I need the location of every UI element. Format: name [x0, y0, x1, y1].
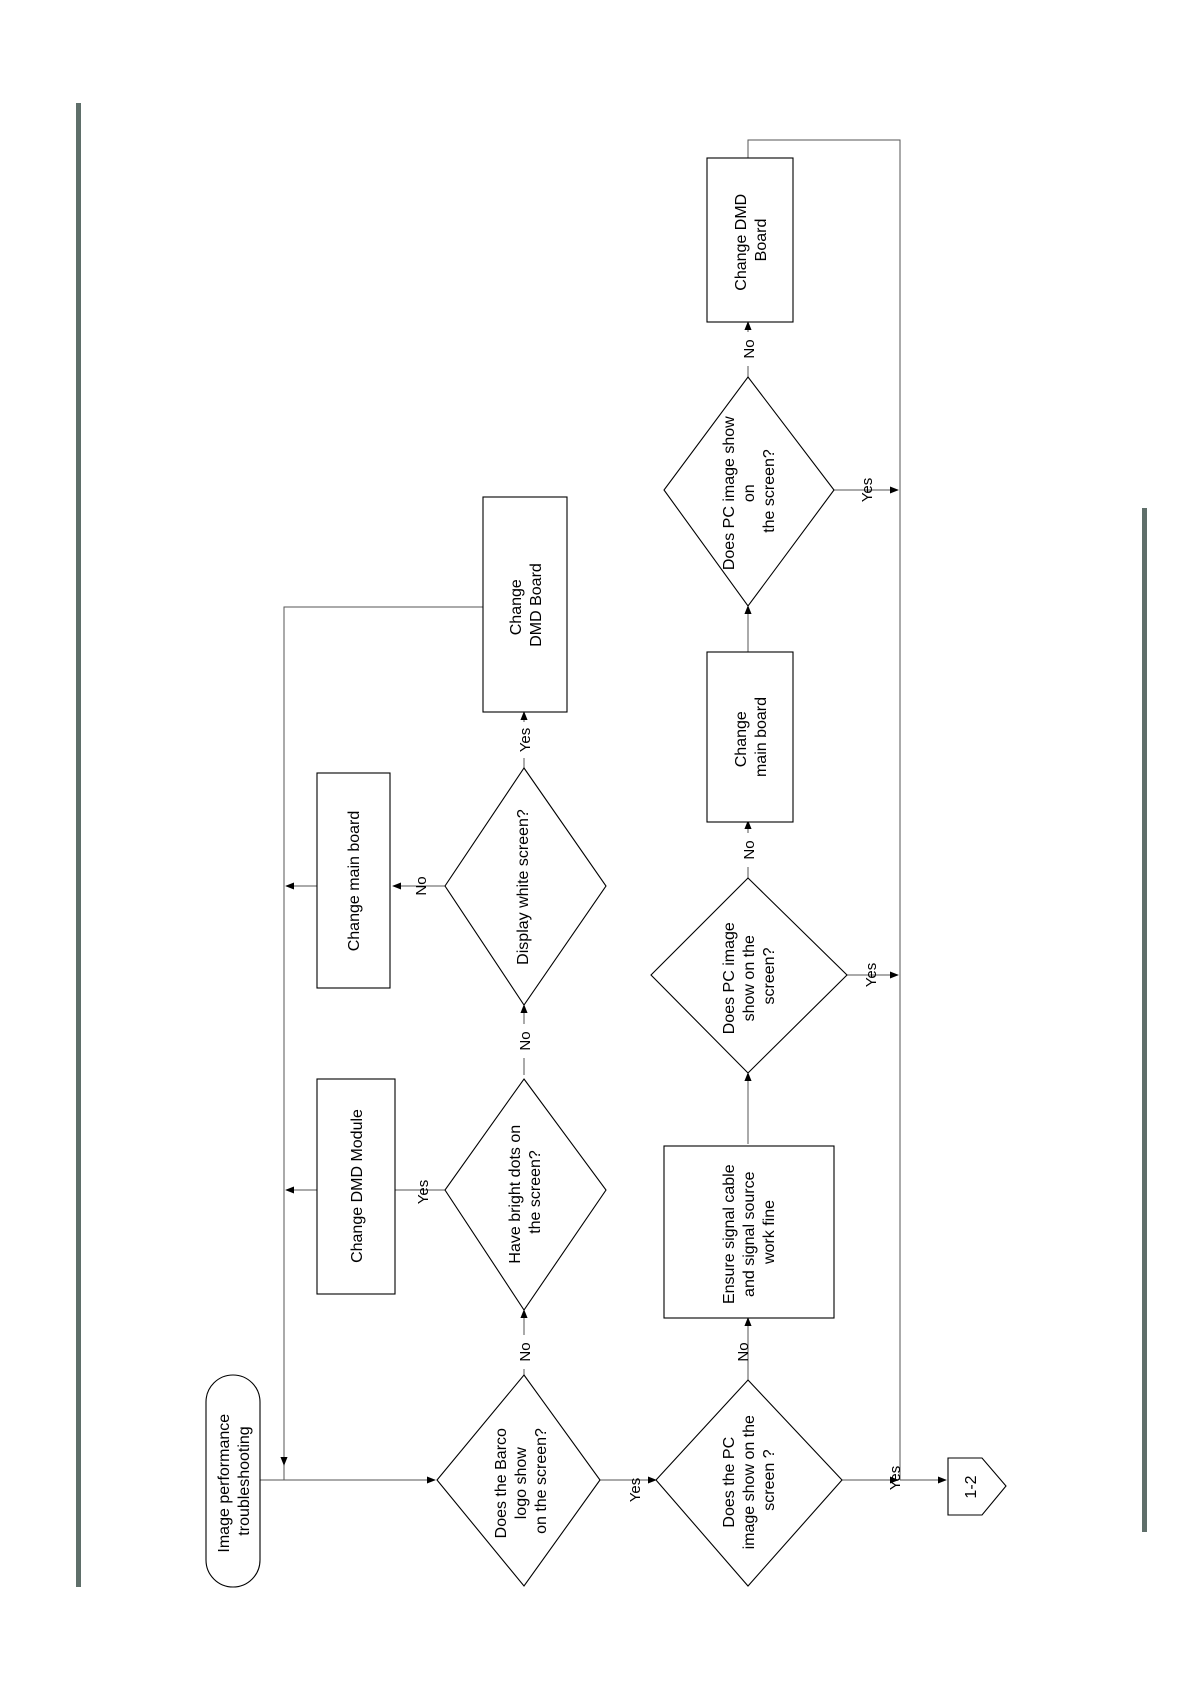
box-change-main-board-top-label: Change main board [346, 811, 363, 952]
decision-pc-image-2-label: Does PC image show on the screen? [721, 918, 778, 1035]
node-start: Image performance troubleshooting [205, 1374, 261, 1588]
label-pc1-no: No [735, 1342, 752, 1361]
right-rule [1142, 508, 1147, 1532]
decision-pc-image-1-label: Does the PC image show on the screen ? [721, 1411, 778, 1550]
decision-white-screen: Display white screen? [444, 767, 607, 1006]
decision-pc-image-2: Does PC image show on the screen? [650, 877, 848, 1074]
box-change-dmd-board-top-label: Change DMD Board [508, 563, 545, 647]
label-pc3-yes: Yes [859, 478, 876, 502]
decision-logo-label: Does the Barco logo show on the screen? [493, 1424, 550, 1539]
decision-bright-dots: Have bright dots on the screen? [444, 1078, 607, 1311]
box-change-dmd-module: Change DMD Module [316, 1078, 396, 1295]
label-logo-yes: Yes [627, 1478, 644, 1502]
decision-logo: Does the Barco logo show on the screen? [436, 1374, 601, 1587]
edges [258, 139, 947, 1484]
label-pc3-no: No [741, 339, 758, 358]
label-pc1-yes: Yes [887, 1466, 904, 1490]
box-change-dmd-board-top: Change DMD Board [482, 496, 568, 713]
box-change-main-board-top: Change main board [316, 772, 391, 989]
label-dots-no: No [517, 1031, 534, 1050]
label-white-no: No [413, 876, 430, 895]
decision-pc-image-3: Does PC image show on the screen? [663, 376, 835, 607]
box-change-dmd-board-bottom: Change DMD Board [706, 157, 794, 323]
decision-bright-dots-label: Have bright dots on the screen? [507, 1120, 544, 1263]
left-rule [76, 103, 81, 1587]
box-change-main-board-bottom: Change main board [706, 651, 794, 823]
box-change-main-board-bottom-label: Change main board [733, 697, 770, 777]
label-white-yes: Yes [517, 728, 534, 752]
decision-white-screen-label: Display white screen? [515, 809, 532, 965]
connector-1-2-label: 1-2 [963, 1475, 980, 1498]
edge-labels: No Yes Yes No No Yes No Yes No Yes No Ye… [413, 332, 904, 1502]
box-change-dmd-board-bottom-label: Change DMD Board [733, 189, 770, 290]
box-ensure-signal-label: Ensure signal cable and signal source wo… [721, 1160, 778, 1304]
label-pc2-no: No [741, 840, 758, 859]
label-pc2-yes: Yes [863, 963, 880, 987]
label-dots-yes: Yes [415, 1180, 432, 1204]
decision-pc-image-1: Does the PC image show on the screen ? [655, 1379, 843, 1587]
decision-pc-image-3-label: Does PC image show on the screen? [721, 412, 778, 570]
box-ensure-signal: Ensure signal cable and signal source wo… [663, 1145, 835, 1319]
label-logo-no: No [517, 1342, 534, 1361]
start-label: Image performance troubleshooting [216, 1409, 253, 1552]
connector-1-2: 1-2 [947, 1457, 1007, 1516]
box-change-dmd-module-label: Change DMD Module [349, 1109, 366, 1263]
